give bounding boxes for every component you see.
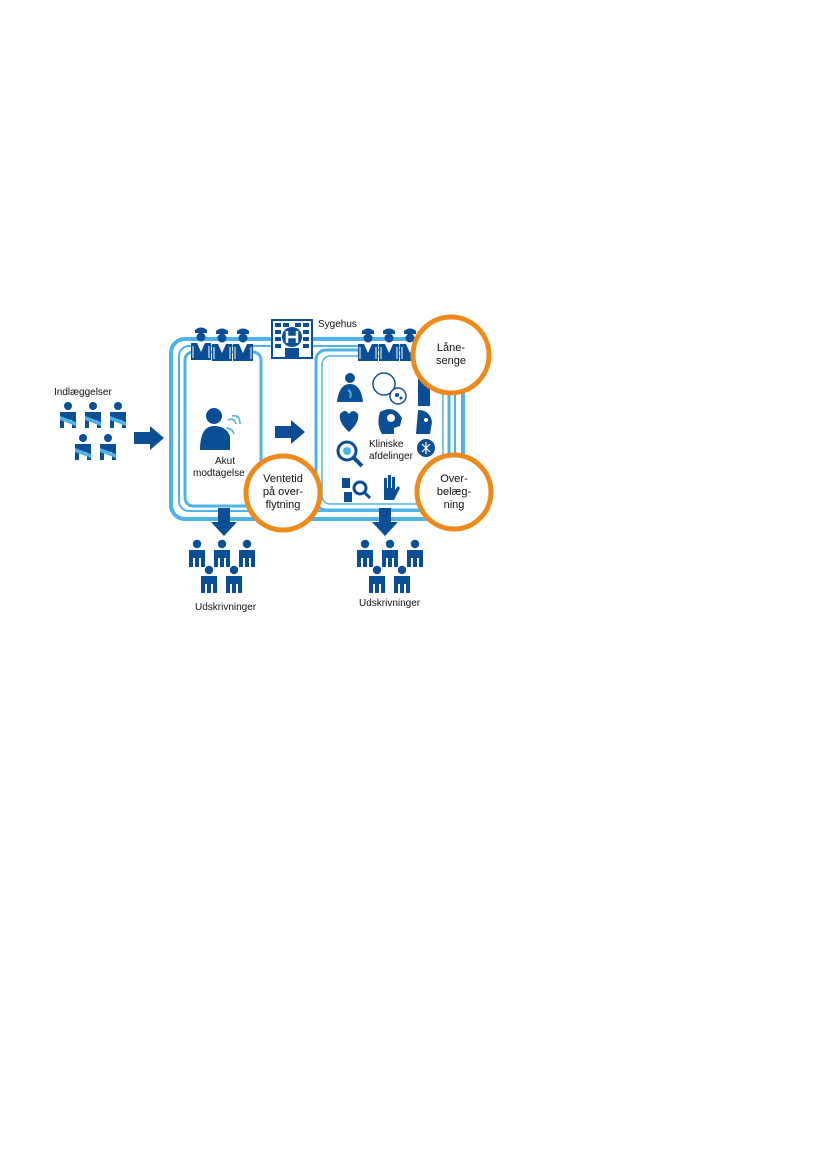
waiting-line1: Ventetid	[263, 473, 303, 485]
discharged-person-icon	[407, 539, 423, 567]
overcrowding-line2: belæg-	[436, 486, 472, 498]
discharged-person-icon	[394, 565, 410, 593]
hospital-title: Sygehus	[318, 319, 357, 330]
emergency-label: Akut modtagelse	[190, 456, 260, 480]
discharged-person-icon	[189, 539, 205, 567]
clinical-label-line2: afdelinger	[369, 451, 413, 462]
clinical-label: Kliniske afdelinger	[369, 439, 413, 463]
discharged-person-icon	[357, 539, 373, 567]
clinical-specialty-icons	[336, 372, 435, 502]
throat-head-icon	[416, 410, 432, 434]
overcrowding-line1: Over-	[440, 473, 468, 485]
discharged-person-icon	[369, 565, 385, 593]
borrowed-beds-text: Låne- senge	[416, 342, 486, 368]
emergency-label-line2: modtagelse	[193, 468, 245, 479]
discharged-person-icon	[239, 539, 255, 567]
waiting-circle	[243, 453, 323, 533]
discharged-person-icon	[214, 539, 230, 567]
overcrowding-text: Over- belæg- ning	[419, 473, 489, 512]
borrowed-beds-circle	[410, 314, 492, 396]
doctor-icon	[357, 328, 379, 362]
emergency-patient-icon	[200, 408, 241, 450]
waiting-line2: på over-	[262, 486, 304, 498]
discharged-person-icon	[226, 565, 242, 593]
hand-icon	[384, 475, 400, 500]
waiting-circle-text: Ventetid på over- flytning	[248, 473, 318, 512]
overcrowding-line3: ning	[443, 499, 465, 511]
discharged-person-icon	[201, 565, 217, 593]
discharged-person-icon	[382, 539, 398, 567]
admissions-label: Indlæggelser	[54, 387, 112, 398]
borrowed-beds-line1: Låne-	[436, 342, 466, 354]
doctor-icon	[211, 328, 233, 362]
joint-icon	[342, 478, 352, 502]
transfer-arrow-icon	[275, 420, 305, 444]
discharge-arrow-right-icon	[372, 508, 398, 536]
heart-icon	[339, 411, 359, 432]
discharges-left-label: Udskrivninger	[195, 602, 257, 613]
discharge-arrow-left-icon	[211, 508, 237, 536]
patient-icon	[60, 402, 76, 428]
patient-icon	[110, 402, 126, 428]
clinical-label-line1: Kliniske	[369, 439, 404, 450]
waiting-line3: flytning	[265, 499, 301, 511]
doctor-icon	[232, 328, 254, 362]
hospital-outer-frame	[169, 337, 465, 521]
admission-arrow-icon	[134, 426, 164, 450]
borrowed-beds-line2: senge	[436, 355, 466, 367]
cells-icon	[372, 372, 396, 396]
doctor-icon	[190, 327, 212, 361]
discharges-right-label: Udskrivninger	[359, 598, 421, 609]
hospital-building-icon	[271, 319, 313, 359]
patient-icon	[75, 434, 91, 460]
emergency-label-line1: Akut	[214, 456, 235, 467]
doctor-icon	[378, 328, 400, 362]
torso-icon	[345, 373, 355, 383]
overcrowding-circle	[414, 452, 494, 532]
patient-icon	[85, 402, 101, 428]
patient-icon	[100, 434, 116, 460]
